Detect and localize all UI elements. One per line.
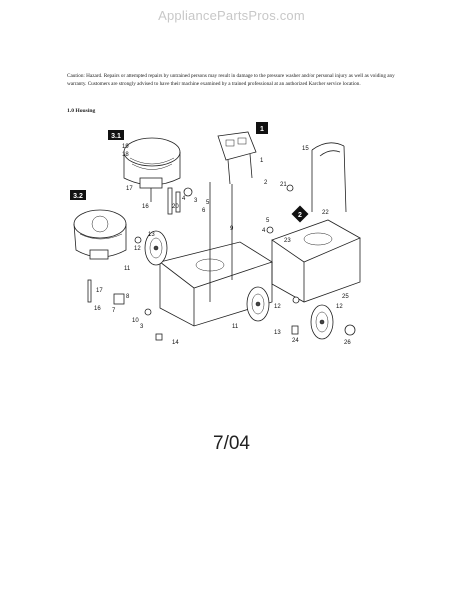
callout-label: 3 — [194, 198, 198, 204]
callout-label: 6 — [202, 208, 206, 214]
badge-3-1: 3.1 — [108, 130, 124, 140]
svg-text:2: 2 — [298, 212, 302, 219]
callout-label: 21 — [280, 182, 287, 188]
callout-label: 5 — [266, 218, 270, 224]
callout-label: 11 — [124, 266, 131, 272]
wheel-left-rear — [246, 286, 270, 322]
callout-label: 20 — [172, 204, 179, 210]
callout-label: 1 — [260, 158, 264, 164]
callout-label: 22 — [322, 210, 329, 216]
callout-label: 12 — [336, 304, 343, 310]
callout-label: 24 — [292, 338, 299, 344]
callout-label: 17 — [96, 288, 103, 294]
callout-label: 15 — [302, 146, 309, 152]
footer-code: 7/04 — [213, 433, 250, 454]
section-title: 1.0 Housing — [67, 108, 96, 114]
watermark: AppliancePartsPros.com — [158, 8, 305, 23]
callout-label: 11 — [232, 324, 239, 330]
callout-label: 18 — [122, 152, 129, 158]
callout-label: 16 — [142, 204, 149, 210]
handle-part — [217, 131, 257, 185]
callout-label: 4 — [182, 196, 186, 202]
callout-label: 3 — [140, 324, 144, 330]
callout-label: 16 — [94, 306, 101, 312]
engine-3-2 — [73, 209, 127, 260]
svg-text:1: 1 — [260, 126, 264, 133]
callout-label: 12 — [134, 246, 141, 252]
svg-text:3.2: 3.2 — [73, 193, 83, 200]
wheel-left-front — [144, 230, 168, 266]
callout-label: 5 — [206, 200, 210, 206]
callout-label: 4 — [262, 228, 266, 234]
badge-2: 2 — [291, 205, 309, 223]
badge-3-2: 3.2 — [70, 190, 86, 200]
callout-label: 14 — [172, 340, 179, 346]
callout-label: 26 — [344, 340, 351, 346]
caution-text: Caution: Hazard. Repairs or attempted re… — [67, 73, 395, 87]
callout-label: 23 — [284, 238, 291, 244]
frame-right — [271, 142, 361, 303]
callout-label: 7 — [112, 308, 116, 314]
wheel-right — [310, 304, 334, 340]
callout-label: 13 — [274, 330, 281, 336]
engine-3-1 — [123, 137, 181, 202]
callout-label: 8 — [126, 294, 130, 300]
callout-label: 10 — [132, 318, 139, 324]
callout-label: 9 — [230, 226, 234, 232]
callout-label: 13 — [148, 232, 155, 238]
callout-label: 12 — [274, 304, 281, 310]
callout-label: 25 — [342, 294, 349, 300]
svg-text:3.1: 3.1 — [111, 133, 121, 140]
hardware — [87, 184, 356, 341]
callout-label: 17 — [126, 186, 133, 192]
callout-label: 2 — [264, 180, 268, 186]
callout-labels: 19 18 17 16 20 4 3 6 5 1 2 9 13 12 11 17… — [94, 144, 351, 346]
exploded-parts-diagram: 3.1 3.2 1 2 19 18 17 16 20 4 3 6 5 1 2 9… — [70, 122, 361, 346]
badge-1: 1 — [256, 122, 268, 134]
callout-label: 19 — [122, 144, 129, 150]
